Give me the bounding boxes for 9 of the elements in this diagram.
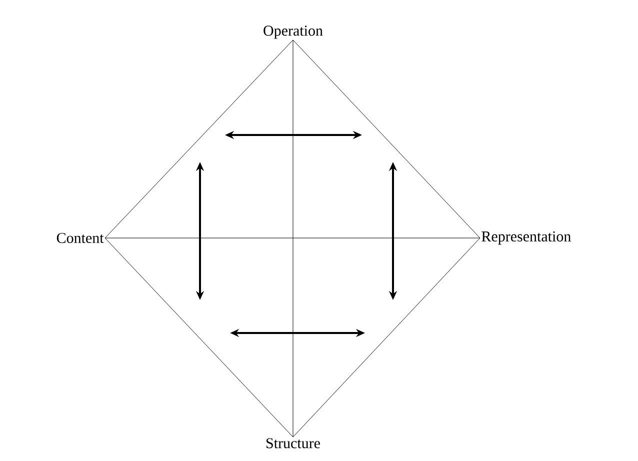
line <box>104 40 294 238</box>
corner-label: Structure <box>266 438 320 448</box>
line <box>292 238 480 438</box>
line <box>292 40 294 438</box>
line <box>104 238 294 438</box>
corner-label: Representation <box>482 231 571 245</box>
line <box>292 40 480 238</box>
corner-label: Operation <box>264 26 323 39</box>
corner-label: Content <box>56 232 104 244</box>
